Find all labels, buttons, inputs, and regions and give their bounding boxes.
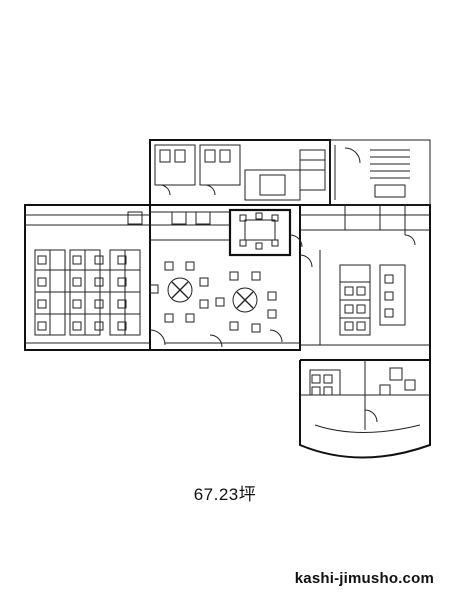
- stair-block: [329, 139, 431, 206]
- small-meeting-room: [228, 208, 292, 257]
- corridor-partitions: [25, 205, 430, 241]
- left-chairs: [37, 255, 127, 331]
- round-meeting-tables: [149, 261, 277, 333]
- site-url-text: kashi-jimusho.com: [294, 570, 434, 587]
- office-floor-plan: [24, 139, 431, 459]
- floor-area-label: 67.23坪: [193, 485, 257, 504]
- bay-meeting-room: [300, 360, 430, 433]
- restroom-core: [154, 144, 326, 201]
- outer-walls: [24, 139, 431, 459]
- right-workstations: [299, 234, 430, 346]
- door-swings: [149, 234, 303, 348]
